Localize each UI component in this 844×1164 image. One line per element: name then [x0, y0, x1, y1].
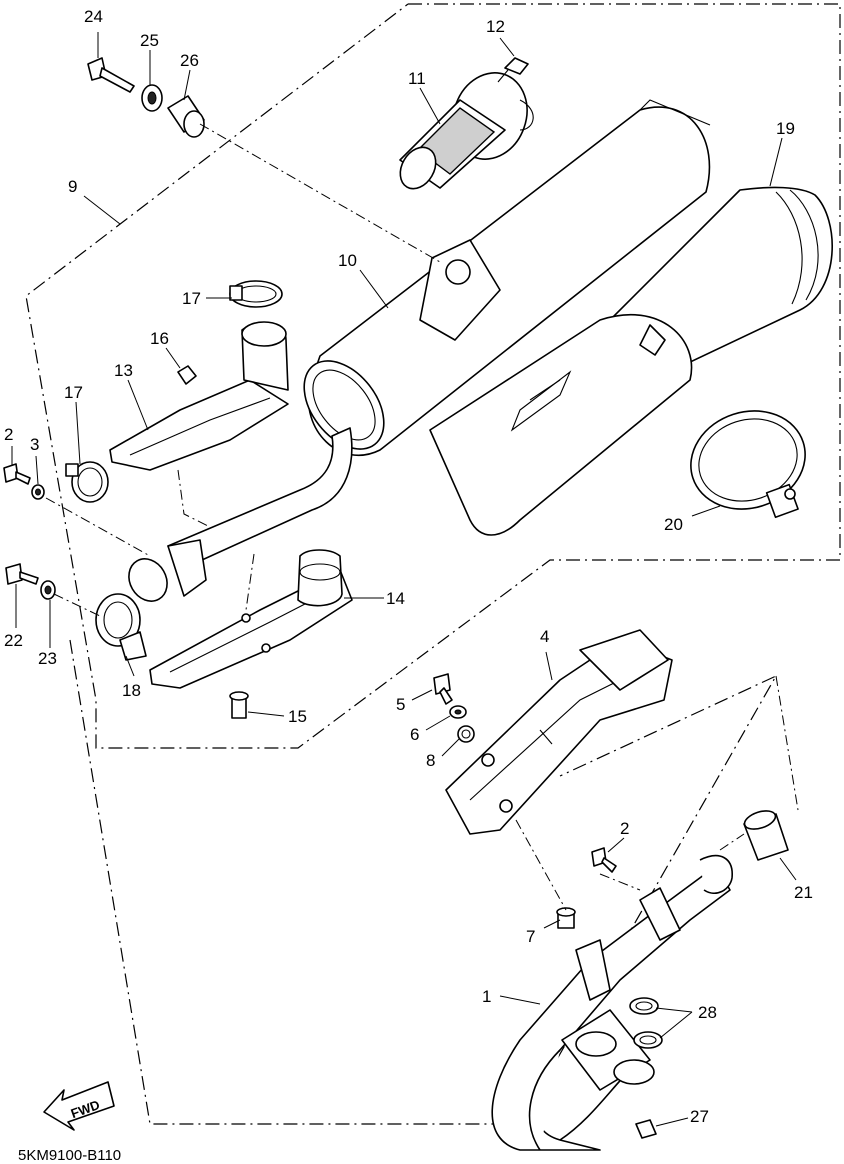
callout-4: 4 — [540, 627, 549, 646]
callout-2-upper: 2 — [4, 425, 13, 444]
callout-13: 13 — [114, 361, 133, 380]
callout-1: 1 — [482, 987, 491, 1006]
callout-14: 14 — [386, 589, 405, 608]
callout-22: 22 — [4, 631, 23, 650]
callout-2-lower: 2 — [620, 819, 629, 838]
part-6-washer — [449, 705, 467, 719]
part-22-bolt — [5, 563, 39, 585]
part-17-left-clamp — [65, 461, 109, 503]
part-2-bolt-upper — [3, 463, 31, 485]
part-18-clamp — [95, 593, 147, 661]
drawing-code: 5KM9100-B110 — [18, 1147, 121, 1164]
part-16-nut — [177, 365, 197, 385]
callout-17-left: 17 — [64, 383, 83, 402]
callout-8: 8 — [426, 751, 435, 770]
part-24-bolt — [87, 57, 135, 93]
part-14-lower-protector — [149, 549, 353, 689]
callout-labels: 24 25 26 12 11 19 9 10 17 16 13 17 2 3 1… — [4, 7, 813, 1126]
callout-5: 5 — [396, 695, 405, 714]
part-17-upper-clamp — [229, 280, 283, 308]
part-2-bolt-lower — [591, 847, 617, 873]
part-27-nut — [635, 1119, 657, 1139]
callout-26: 26 — [180, 51, 199, 70]
callout-17-upper: 17 — [182, 289, 201, 308]
part-25-washer — [141, 84, 163, 112]
callout-18: 18 — [122, 681, 141, 700]
part-10-muffler-body — [303, 99, 711, 456]
part-4-header-protector — [445, 629, 673, 835]
callout-leader-lines — [11, 32, 797, 1127]
part-19-heat-guard — [429, 314, 693, 536]
callout-9: 9 — [68, 177, 77, 196]
part-5-bolt — [433, 673, 453, 705]
part-28-gaskets — [629, 997, 663, 1049]
callout-10: 10 — [338, 251, 357, 270]
part-26-collar — [167, 95, 205, 138]
part-13-heat-protector — [109, 321, 289, 471]
part-23-washer — [40, 580, 56, 600]
part-3-washer — [31, 484, 45, 500]
callout-24: 24 — [84, 7, 103, 26]
part-7-bolt — [556, 907, 576, 929]
callout-23: 23 — [38, 649, 57, 668]
assembly-chain-lines — [45, 123, 799, 911]
callout-3: 3 — [30, 435, 39, 454]
callout-28: 28 — [698, 1003, 717, 1022]
callout-19: 19 — [776, 119, 795, 138]
callout-16: 16 — [150, 329, 169, 348]
callout-11: 11 — [408, 69, 426, 88]
callout-7: 7 — [526, 927, 535, 946]
part-12-screw — [497, 57, 529, 83]
muffler-inlet-pipe — [128, 427, 353, 602]
part-15-bolt — [229, 691, 249, 719]
callout-6: 6 — [410, 725, 419, 744]
callout-20: 20 — [664, 515, 683, 534]
part-20-clamp-band — [690, 410, 806, 519]
callout-25: 25 — [140, 31, 159, 50]
header-assembly-boundary — [69, 639, 778, 1125]
callout-21: 21 — [794, 883, 813, 902]
callout-15: 15 — [288, 707, 307, 726]
part-11-spark-arrester — [399, 72, 534, 190]
part-21-gasket — [743, 810, 789, 861]
muffler-assembly-boundary — [25, 3, 841, 749]
part-8-grommet — [457, 725, 475, 743]
callout-12: 12 — [486, 17, 505, 36]
fwd-arrow-icon: FWD — [43, 1081, 115, 1131]
part-1-exhaust-header — [491, 854, 733, 1151]
callout-27: 27 — [690, 1107, 709, 1126]
